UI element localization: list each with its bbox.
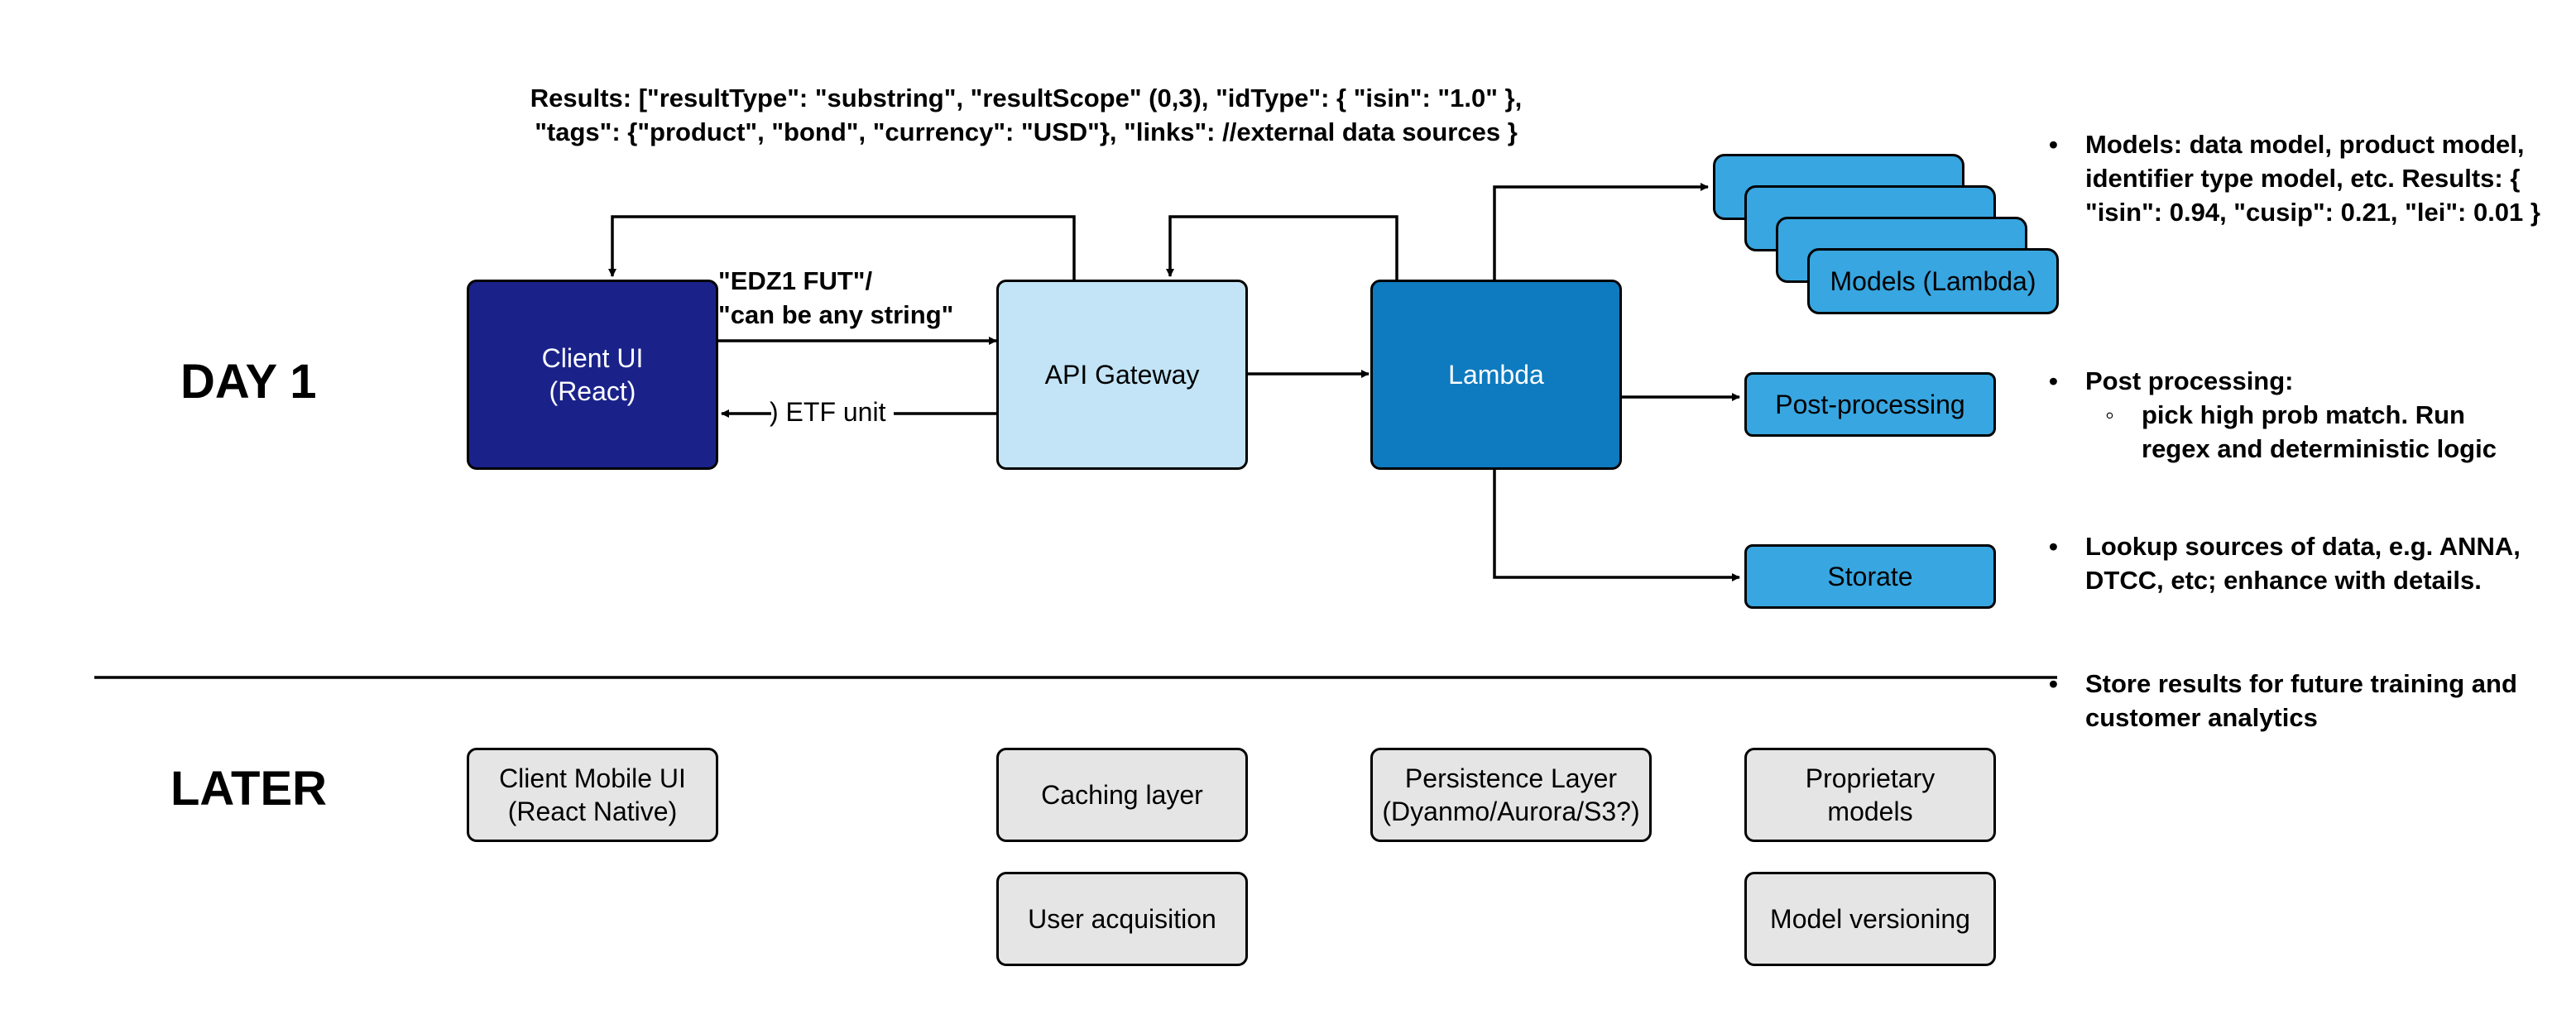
model-versioning-node: Model versioning xyxy=(1744,872,1996,966)
post-processing-node: Post-processing xyxy=(1744,372,1996,437)
arrow-gateway-loop-client xyxy=(608,215,1076,281)
api-gateway-node: API Gateway xyxy=(996,280,1248,470)
note-post-processing-sub-text: pick high prob match. Run regex and dete… xyxy=(2142,400,2497,463)
models-node: Models (Lambda) xyxy=(1807,248,2059,314)
client-mobile-ui-node: Client Mobile UI (React Native) xyxy=(467,748,718,842)
results-line-1: Results: ["resultType": "substring", "re… xyxy=(530,84,1523,112)
caching-layer-node: Caching layer xyxy=(996,748,1248,842)
response-label: ) ETF unit xyxy=(770,397,886,427)
user-acquisition-node: User acquisition xyxy=(996,872,1248,966)
note-post-processing-sub: ◦ pick high prob match. Run regex and de… xyxy=(2105,398,2506,466)
note-store-text: Store results for future training and cu… xyxy=(2085,669,2517,732)
client-ui-node: Client UI (React) xyxy=(467,280,718,470)
request-line-1: "EDZ1 FUT"/ xyxy=(718,266,873,295)
results-line-2: "tags": {"product", "bond", "currency": … xyxy=(535,117,1518,146)
note-store: • Store results for future training and … xyxy=(2049,667,2549,735)
request-label: "EDZ1 FUT"/ "can be any string" xyxy=(718,264,953,332)
note-lookup-text: Lookup sources of data, e.g. ANNA, DTCC,… xyxy=(2085,532,2521,595)
proprietary-models-node: Proprietary models xyxy=(1744,748,1996,842)
arrow-lambda-to-models xyxy=(1493,183,1709,281)
note-models-text: Models: data model, product model, ident… xyxy=(2085,130,2540,227)
request-line-2: "can be any string" xyxy=(718,300,954,329)
bullet-icon: • xyxy=(2049,669,2058,698)
bullet-icon: • xyxy=(2049,532,2058,561)
persistence-layer-node: Persistence Layer (Dyanmo/Aurora/S3?) xyxy=(1370,748,1652,842)
note-post-processing: • Post processing: xyxy=(2049,364,2549,398)
note-lookup: • Lookup sources of data, e.g. ANNA, DTC… xyxy=(2049,529,2549,597)
results-annotation: Results: ["resultType": "substring", "re… xyxy=(488,81,1564,149)
arrow-lambda-to-storage xyxy=(1493,468,1740,581)
section-day1-label: DAY 1 xyxy=(180,355,317,409)
bullet-icon: • xyxy=(2049,366,2058,395)
bullet-icon: • xyxy=(2049,130,2058,159)
arrow-lambda-loop-gateway xyxy=(1166,215,1398,281)
storage-node: Storate xyxy=(1744,544,1996,609)
section-later-label: LATER xyxy=(170,762,328,816)
note-models: • Models: data model, product model, ide… xyxy=(2049,127,2549,229)
lambda-node: Lambda xyxy=(1370,280,1622,470)
sub-bullet-icon: ◦ xyxy=(2105,400,2114,429)
note-post-processing-text: Post processing: xyxy=(2085,366,2294,395)
